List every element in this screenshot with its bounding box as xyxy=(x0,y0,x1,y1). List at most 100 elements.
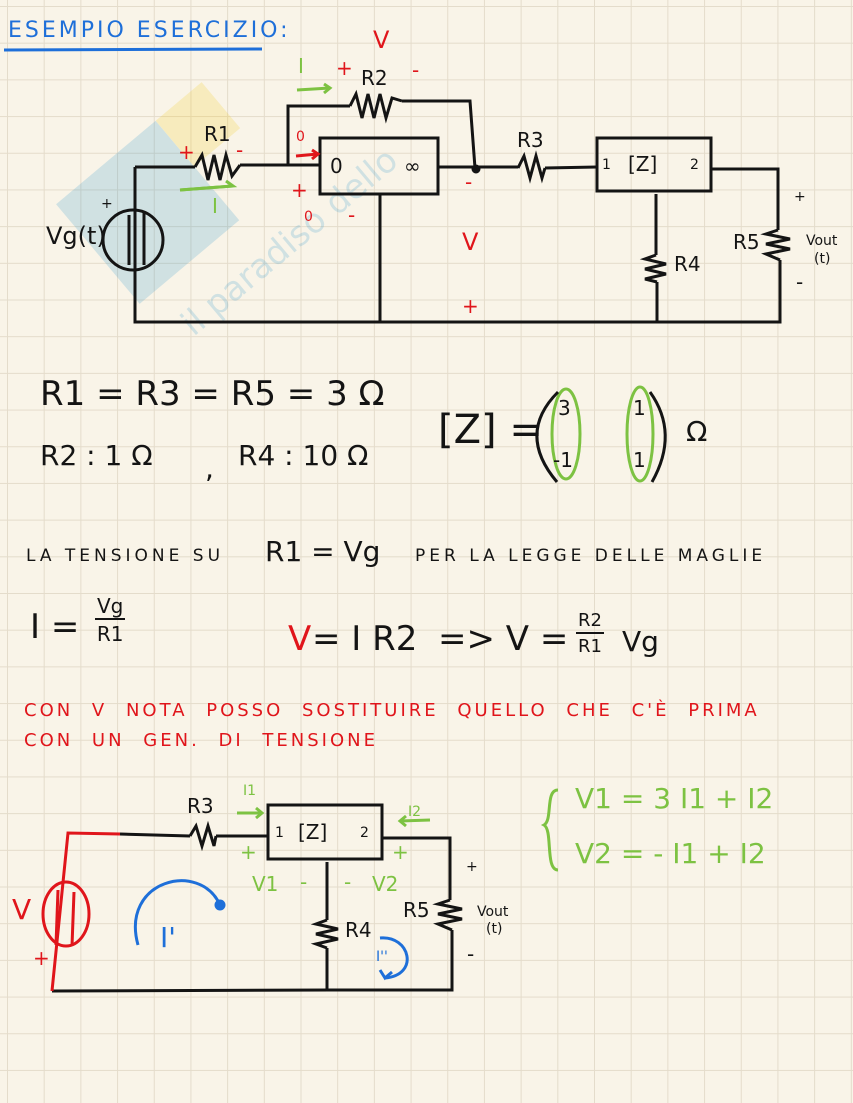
title-underline xyxy=(3,47,263,52)
resistor-values-line1: R1 = R3 = R5 = 3 Ω xyxy=(40,374,385,414)
circuit-1-wires xyxy=(101,99,782,324)
c2-v2-plus: + xyxy=(392,840,409,864)
z-block-label: [Z] xyxy=(628,152,658,176)
circuit-1-resistors xyxy=(193,89,791,284)
nullor-input-zero: 0 xyxy=(296,129,305,145)
v-label-mid: V xyxy=(462,228,479,256)
c2-v2-label: V2 xyxy=(372,872,399,896)
c2-vout-t-label: (t) xyxy=(486,921,503,937)
r1-symbol xyxy=(193,149,242,181)
output-plus: + xyxy=(462,294,479,318)
resistor-values-line2b: R4 : 10 Ω xyxy=(238,439,369,472)
r1-label: R1 xyxy=(204,122,231,146)
eq2-tail: Vg xyxy=(622,625,659,658)
vout-plus: + xyxy=(794,189,806,205)
nullator-symbol: 0 xyxy=(330,154,343,178)
r1-plus: + xyxy=(178,140,195,164)
r2-plus: + xyxy=(336,56,353,80)
c2-z-port-2: 2 xyxy=(360,825,369,841)
circuit-2-mesh-arrows xyxy=(134,879,409,981)
circuit-2-resistors xyxy=(188,820,463,950)
source-plus: + xyxy=(101,196,113,212)
note-line2: CON UN GEN. DI TENSIONE xyxy=(24,730,378,751)
z21: -1 xyxy=(553,448,573,472)
output-minus: - xyxy=(465,170,473,194)
z11: 3 xyxy=(558,396,571,420)
c2-source-plus: + xyxy=(33,946,50,970)
r3-symbol-2 xyxy=(188,820,218,852)
mesh-current-1: I' xyxy=(160,921,176,954)
eq2-denominator: R1 xyxy=(578,636,602,657)
r4-symbol-2 xyxy=(310,918,339,950)
z12: 1 xyxy=(633,396,646,420)
z22: 1 xyxy=(633,448,646,472)
eq1-fraction: Vg R1 xyxy=(95,594,126,646)
c2-r3-label: R3 xyxy=(187,794,214,818)
system-eq1: V1 = 3 I1 + I2 xyxy=(575,782,774,815)
c2-v1-plus: + xyxy=(240,840,257,864)
nullor-zero-bottom: 0 xyxy=(304,209,313,225)
system-eq2: V2 = - I1 + I2 xyxy=(575,837,766,870)
r4-label: R4 xyxy=(674,252,701,276)
values-comma: , xyxy=(205,452,214,485)
eq2-v: V xyxy=(288,619,312,659)
resistor-values-line2a: R2 : 1 Ω xyxy=(40,439,153,472)
c2-v1-minus: - xyxy=(300,870,308,894)
eq1-lhs: I = xyxy=(30,607,80,647)
z-matrix-decor xyxy=(535,385,667,483)
r5-symbol-2 xyxy=(432,898,463,932)
r5-label: R5 xyxy=(733,230,760,254)
c2-z-port-1: 1 xyxy=(275,825,284,841)
r2-label: R2 xyxy=(361,66,388,90)
note-line1: CON V NOTA POSSO SOSTITUIRE QUELLO CHE C… xyxy=(24,700,760,721)
r1-minus: - xyxy=(236,138,244,162)
eq2-implies: => V = xyxy=(438,619,569,659)
c2-v1-label: V1 xyxy=(252,872,279,896)
explanation-text-a: LA TENSIONE SU xyxy=(26,546,225,566)
circuit-2-source xyxy=(41,831,121,992)
r2-symbol xyxy=(348,89,403,124)
c2-source-label: V xyxy=(12,893,32,926)
r2-minus: - xyxy=(412,58,420,82)
c2-vout-label: Vout xyxy=(477,904,509,920)
circuit-2-wires xyxy=(51,803,454,993)
circuit-1-red-arrow xyxy=(295,148,321,161)
vout-minus: - xyxy=(796,270,804,294)
norator-symbol: ∞ xyxy=(404,154,421,178)
eq1-numerator: Vg xyxy=(95,594,126,620)
z-matrix-label: [Z] = xyxy=(438,407,543,453)
c2-vout-minus: - xyxy=(467,942,475,966)
v-label-top: V xyxy=(373,26,390,54)
c2-r4-label: R4 xyxy=(345,918,372,942)
r3-label: R3 xyxy=(517,128,544,152)
c2-vout-plus: + xyxy=(466,859,478,875)
eq2-rest: = I R2 xyxy=(312,619,418,659)
r5-symbol xyxy=(760,228,791,262)
nullor-plus: + xyxy=(291,178,308,202)
system-brace xyxy=(540,788,559,872)
eq2-fraction: R2 R1 xyxy=(576,612,604,656)
current-i-top-label: I xyxy=(298,54,304,78)
c2-v2-minus: - xyxy=(344,870,352,894)
page-title: ESEMPIO ESERCIZIO: xyxy=(8,18,291,43)
vout-label: Vout xyxy=(806,233,838,249)
nullor-minus: - xyxy=(348,203,356,227)
mesh-current-2: I'' xyxy=(376,949,388,965)
z-port-2: 2 xyxy=(690,157,699,173)
vout-t-label: (t) xyxy=(814,251,831,267)
explanation-text-c: PER LA LEGGE DELLE MAGLIE xyxy=(415,546,767,566)
eq1-denominator: R1 xyxy=(96,622,124,646)
circuit-2-current-arrows xyxy=(237,806,431,828)
z-port-1: 1 xyxy=(602,157,611,173)
source-label-vg: Vg(t) xyxy=(46,222,106,250)
c2-r5-label: R5 xyxy=(403,898,430,922)
current-i-label: I xyxy=(212,194,218,218)
eq2-numerator: R2 xyxy=(576,612,604,634)
c2-z-block-label: [Z] xyxy=(298,820,328,844)
z-unit: Ω xyxy=(686,415,708,448)
r4-symbol xyxy=(639,253,667,284)
c2-i1-label: I1 xyxy=(243,783,257,799)
circuit-1-current-arrows xyxy=(179,82,333,192)
explanation-eq-r1-vg: R1 = Vg xyxy=(265,535,381,568)
